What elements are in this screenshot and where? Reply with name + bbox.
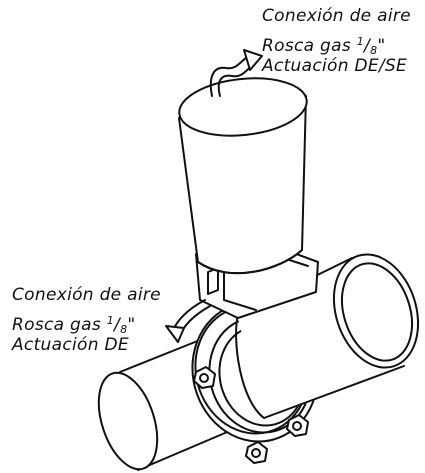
callout-top-thread-label: Rosca gas <box>262 36 357 56</box>
callout-top-fraction-sep: / <box>364 36 371 56</box>
callout-top-fraction-den: 8 <box>370 44 378 57</box>
callout-left-line1: Conexión de aire <box>12 285 161 305</box>
bolt-right <box>286 414 309 437</box>
air-connection-left <box>165 299 211 343</box>
callout-top-line2: Rosca gas 1/8" <box>262 29 411 57</box>
callout-left-line2: Rosca gas 1/8" <box>12 308 161 336</box>
actuator-cylinder <box>178 77 308 275</box>
air-connection-callout-de: Conexión de aire Rosca gas 1/8" Actuació… <box>12 283 161 358</box>
callout-left-fraction-num: 1 <box>106 314 115 327</box>
bolt-bottom <box>245 441 268 464</box>
callout-left-inch-mark: " <box>127 315 136 335</box>
bolt-left <box>193 366 216 389</box>
callout-left-thread-label: Rosca gas <box>12 315 107 335</box>
air-connection-callout-de-se: Conexión de aire Rosca gas 1/8" Actuació… <box>262 4 411 79</box>
callout-top-fraction-num: 1 <box>356 35 365 48</box>
callout-top-inch-mark: " <box>377 36 386 56</box>
air-connection-top <box>209 49 263 97</box>
callout-left-line3: Actuación DE <box>12 335 129 355</box>
callout-left-fraction-sep: / <box>114 315 121 335</box>
callout-left-fraction-den: 8 <box>120 323 128 336</box>
callout-top-line3: Actuación DE/SE <box>262 56 408 76</box>
callout-top-line1: Conexión de aire <box>262 6 411 26</box>
